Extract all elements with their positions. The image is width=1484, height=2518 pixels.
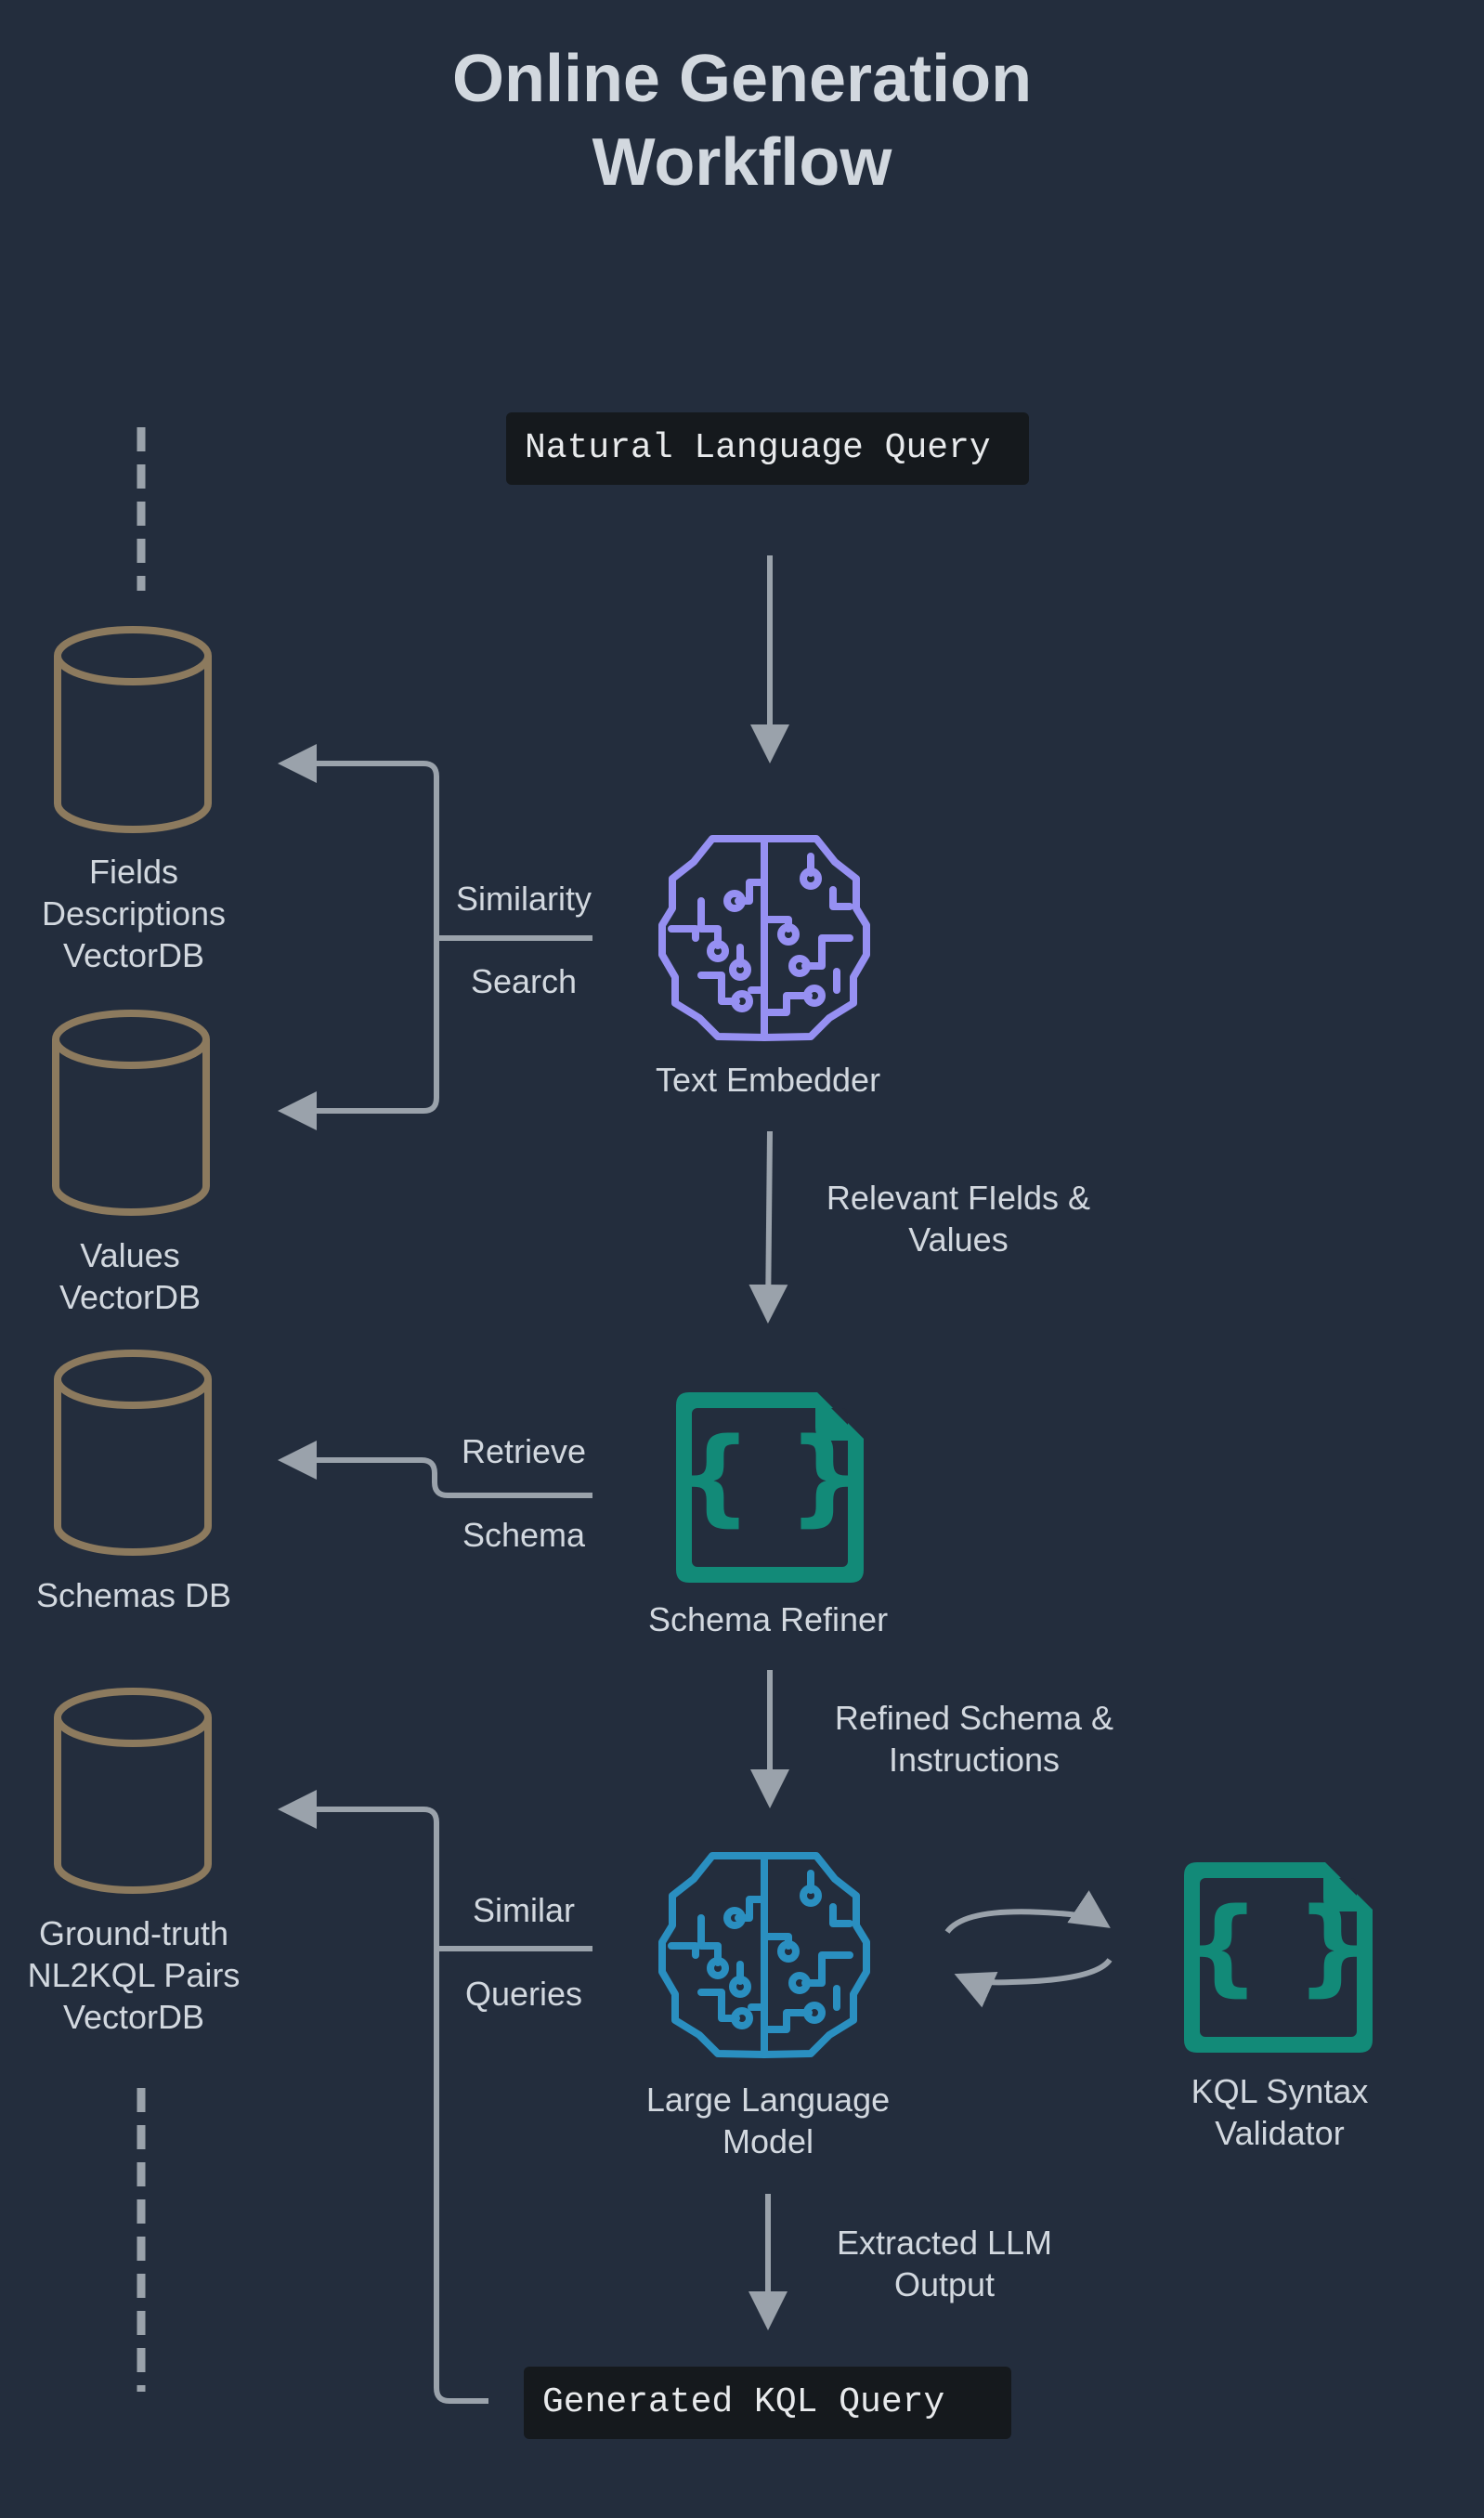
similar-queries-label-1: Similar — [472, 1891, 575, 1929]
similar-queries-connector — [278, 1790, 592, 2404]
ground-truth-db-icon — [54, 1688, 212, 1894]
schema-refiner-text: Schema Refiner — [647, 1600, 889, 1638]
llm-label-line-1: Large Language — [645, 2081, 891, 2119]
fields-descriptions-db-label-line-3: VectorDB — [62, 936, 205, 974]
extracted-output-label-line-2: Output — [893, 2265, 996, 2303]
title-line-2: Workflow — [592, 125, 892, 200]
relevant-fields-label: Relevant FIelds &Values — [796, 1177, 1121, 1260]
refined-schema-label-line-2: Instructions — [888, 1741, 1061, 1779]
ground-truth-db-label-line-1: Ground-truth — [38, 1914, 229, 1952]
fields-descriptions-db-label-line-1: Fields — [88, 853, 179, 891]
validation-cycle-icon — [944, 1890, 1113, 2008]
similarity-search-connector — [278, 744, 592, 1130]
values-db-icon — [52, 1010, 210, 1216]
relevant-fields-label-line-2: Values — [908, 1220, 1009, 1259]
values-db-label-line-2: VectorDB — [59, 1278, 202, 1316]
generated-kql-query-box: Generated KQL Query — [524, 2367, 1011, 2439]
ground-truth-db-label-line-3: VectorDB — [62, 1998, 205, 2036]
natural-language-query-box: Natural Language Query — [506, 412, 1029, 485]
schema-refiner-label: Schema Refiner — [582, 1598, 954, 1640]
arrow-embedder-to-refiner — [749, 1130, 788, 1324]
refined-schema-label: Refined Schema & Instructions — [812, 1697, 1137, 1781]
schemas-db-label: Schemas DB — [35, 1576, 232, 1614]
similarity-search-label-1: Similarity — [455, 880, 592, 918]
kql-validator-json-icon: { } — [1184, 1862, 1373, 2053]
text-embedder-brain-icon — [658, 835, 870, 1041]
retrieve-schema-connector — [278, 1441, 592, 1498]
similarity-search-label-2: Search — [470, 962, 578, 1000]
svg-text:{ }: { } — [678, 1416, 862, 1537]
schema-refiner-json-icon: { } — [676, 1392, 864, 1583]
fields-descriptions-db-icon — [54, 626, 212, 833]
diagram-title: Online Generation Workflow — [0, 37, 1484, 204]
refined-schema-label-line-1: Refined Schema & — [834, 1699, 1114, 1737]
title-line-1: Online Generation — [451, 42, 1033, 116]
kql-validator-label-line-1: KQL Syntax — [1191, 2072, 1369, 2110]
extracted-output-label-line-1: Extracted LLM — [836, 2224, 1053, 2262]
ground-truth-db-label-line-2: NL2KQL Pairs — [27, 1956, 241, 1994]
retrieve-schema-label-2: Schema — [462, 1516, 586, 1554]
fields-descriptions-db-label-line-2: Descriptions — [41, 894, 227, 933]
svg-text:{ }: { } — [1186, 1886, 1370, 2007]
text-embedder-label: Text Embedder — [655, 1061, 881, 1099]
llm-brain-icon — [658, 1852, 870, 2058]
similar-queries-label-2: Queries — [464, 1975, 583, 2013]
values-db-label-line-1: Values — [80, 1236, 180, 1274]
retrieve-schema-label-1: Retrieve — [461, 1432, 587, 1470]
schemas-db-icon — [54, 1350, 212, 1556]
kql-validator-label-line-2: Validator — [1215, 2114, 1345, 2152]
relevant-fields-label-line-1: Relevant FIelds & — [826, 1179, 1091, 1217]
llm-label-line-2: Model — [722, 2122, 814, 2160]
